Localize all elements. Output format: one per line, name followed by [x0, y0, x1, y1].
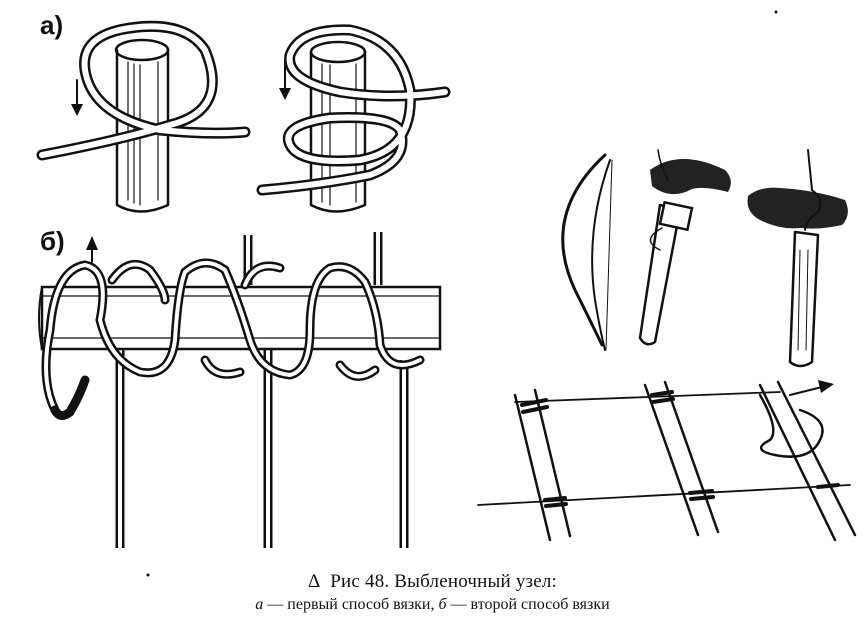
arrow-down-icon	[279, 61, 291, 100]
panel-b-drawing	[38, 232, 442, 548]
caption-text-a: — первый способ вязки,	[263, 596, 439, 613]
caption-marker-a: а	[255, 596, 264, 613]
arrow-right-icon	[789, 380, 834, 396]
caption-subtitle-line: а — первый способ вязки, б — второй спос…	[0, 594, 865, 616]
caption-title: Рис 48. Выбленочный узел:	[330, 571, 558, 592]
panel-label-a: а)	[40, 10, 64, 40]
triangle-marker-icon: Δ	[307, 571, 331, 592]
hammer-right-drawing	[747, 149, 848, 368]
panel-label-b: б)	[40, 226, 65, 256]
arrow-down-icon	[71, 79, 83, 116]
caption-marker-b: б	[438, 596, 447, 613]
stray-mark	[774, 10, 778, 14]
rope-coils	[41, 258, 425, 420]
stray-mark	[146, 573, 150, 577]
ladder-lattice-drawing	[477, 380, 857, 542]
caption-title-line: Δ Рис 48. Выбленочный узел:	[0, 570, 865, 594]
panel-a-drawing	[36, 20, 451, 213]
arrow-up-icon	[86, 236, 98, 263]
hammer-left-drawing	[638, 149, 731, 346]
bow-drawing	[561, 153, 613, 351]
caption-text-b: — второй способ вязки	[446, 596, 610, 613]
figure-caption: Δ Рис 48. Выбленочный узел: а — первый с…	[0, 570, 865, 616]
rope-method-1-complete	[256, 24, 451, 196]
rope-method-1	[36, 20, 251, 161]
